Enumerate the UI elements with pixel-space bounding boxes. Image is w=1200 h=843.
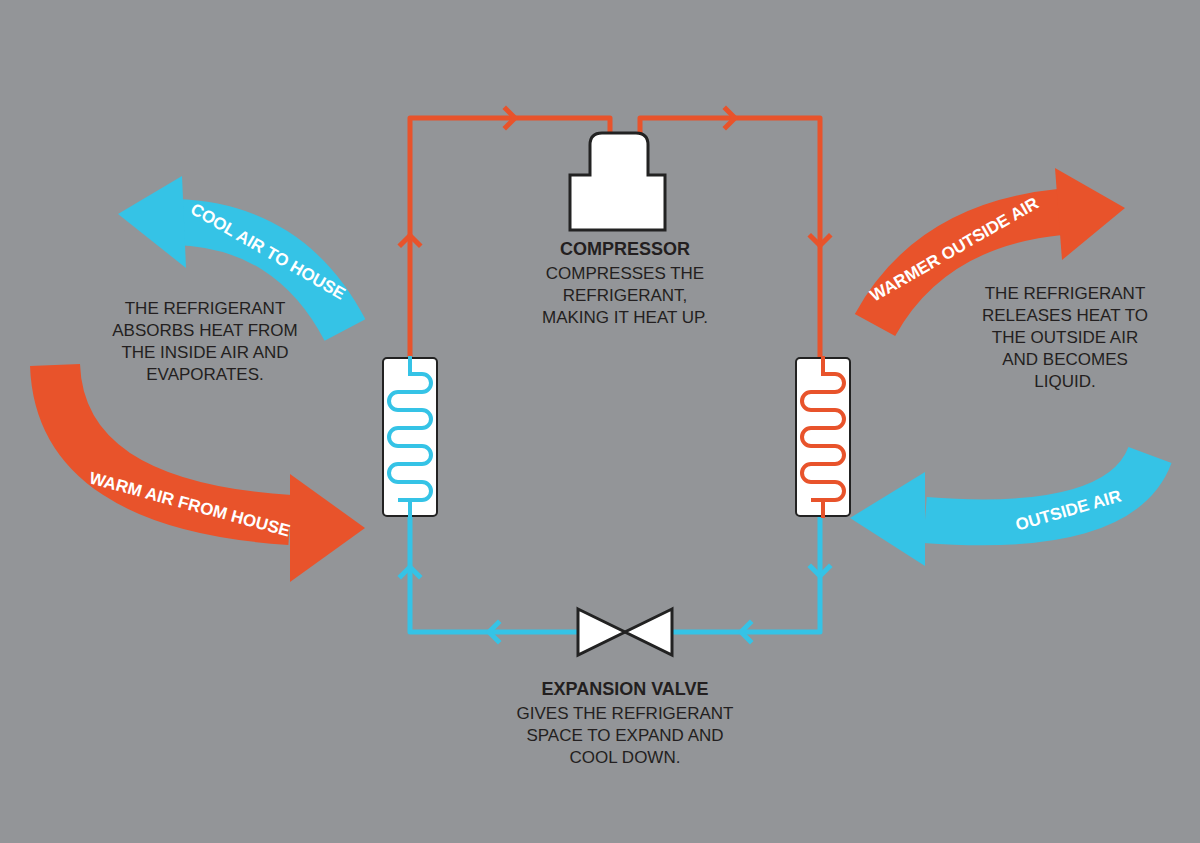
flow-chevron (811, 237, 829, 246)
refrigerant-pipe (401, 512, 578, 641)
ceiling (0, 128, 478, 158)
evaporator-coil (389, 356, 431, 518)
compressor-circle: COMPRESSOR COMPRESSES THE REFRIGERANT, MA… (473, 83, 777, 387)
wall-hatch (478, 106, 515, 843)
flow-chevron (726, 109, 735, 127)
house-interior (0, 0, 515, 843)
valve-symbol (578, 609, 625, 655)
sky (390, 0, 1200, 70)
circle-fill (698, 278, 1002, 582)
process-note: THE REFRIGERANT ABSORBS HEAT FROM THE IN… (105, 298, 305, 386)
flow-chevron (741, 623, 750, 641)
condenser-circle: THE REFRIGERANT RELEASES HEAT TO THE OUT… (698, 278, 1002, 582)
expansion-valve-circle: EXPANSION VALVE GIVES THE REFRIGERANT SPA… (473, 538, 777, 842)
component-description: GIVES THE REFRIGERANT SPACE TO EXPAND AN… (510, 703, 740, 769)
component-heading: EXPANSION VALVE (510, 678, 740, 700)
compressor-symbol (570, 133, 665, 230)
roof (330, 0, 530, 108)
arrow-head (850, 472, 925, 566)
roof-hatch (330, 0, 530, 108)
circle-fill (473, 83, 777, 387)
air-flow-label: COOL AIR TO HOUSE (187, 199, 349, 304)
pipe-line (672, 510, 820, 632)
refrigerant-pipe (672, 510, 829, 641)
arrow-head (290, 474, 365, 582)
flow-chevron (401, 236, 419, 245)
ceiling-hatch (0, 128, 478, 158)
circle-shape (473, 83, 777, 387)
component-heading: COMPRESSOR (520, 238, 730, 260)
valve-symbol (625, 609, 672, 655)
evaporator-circle: THE REFRIGERANT ABSORBS HEAT FROM THE IN… (250, 283, 554, 587)
pipe-line (410, 512, 578, 632)
flow-chevron (489, 623, 498, 641)
flow-chevron (506, 109, 515, 127)
circle-shape (698, 278, 1002, 582)
arrow-head (118, 176, 186, 268)
wall (478, 106, 515, 843)
flow-chevron (811, 567, 829, 576)
component-description: COMPRESSES THE REFRIGERANT, MAKING IT HE… (527, 263, 723, 329)
arrow-head (1055, 168, 1125, 260)
circle-fill (473, 538, 777, 842)
process-note: THE REFRIGERANT RELEASES HEAT TO THE OUT… (975, 283, 1155, 393)
flow-chevron (401, 567, 419, 576)
condenser-coil (802, 356, 844, 518)
